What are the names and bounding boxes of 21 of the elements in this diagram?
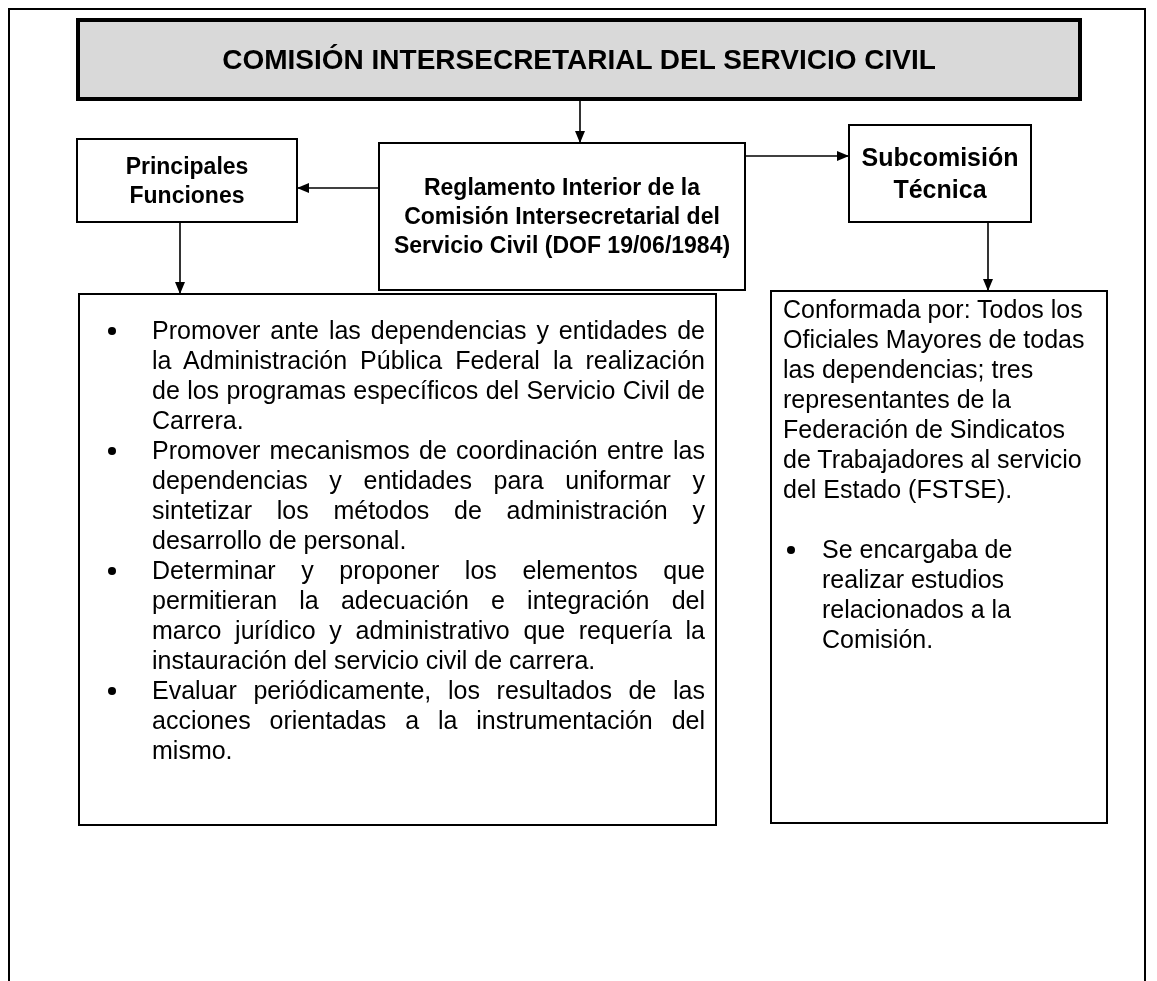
title-text: COMISIÓN INTERSECRETARIAL DEL SERVICIO CIVIL [221,43,937,77]
arrow [175,222,185,294]
box-label: Reglamento Interior de la Comisión Intersecretarial del Servicio Civil (DOF 19/06/1984) [392,173,732,260]
bullet-point-text: Promover mecanismos de coordinación entre las dependencias y entidades para uniformar y sintetizar los métodos de administración y desarrollo de personal. [152,435,705,555]
process-box [378,142,746,291]
bullet-point-text: Se encargaba de realizar estudios relacionados a la Comisión. [822,534,1014,654]
arrow [983,222,993,291]
box-label: Principales Funciones [124,151,250,210]
process-box [848,124,1032,223]
process-box [76,138,298,223]
arrow [297,183,379,193]
bullet-point-text: Determinar y proponer los elementos que permitieran la adecuación e integración del marco jurídico y administrativo que requería la instauración del servicio civil de carrera. [152,555,705,675]
arrow [745,151,849,161]
bullet-point-text: Evaluar periódicamente, los resultados de las acciones orientadas a la instrumentación del mismo. [152,675,705,765]
bullet-point-text: Promover ante las dependencias y entidades de la Administración Pública Federal la realización de los programas específicos del Servicio Civil de Carrera. [152,315,705,435]
arrow [575,100,585,143]
box-label: Subcomisión Técnica [860,142,1020,205]
title-box [76,18,1082,101]
paragraph-text: Conformada por: Todos los Oficiales Mayores de todas las dependencias; tres representantes de la Federación de Sindicatos de Trabajadores al servicio del Estado (FSTSE). [783,294,1086,504]
text-box [78,293,717,826]
text-box [770,290,1108,824]
